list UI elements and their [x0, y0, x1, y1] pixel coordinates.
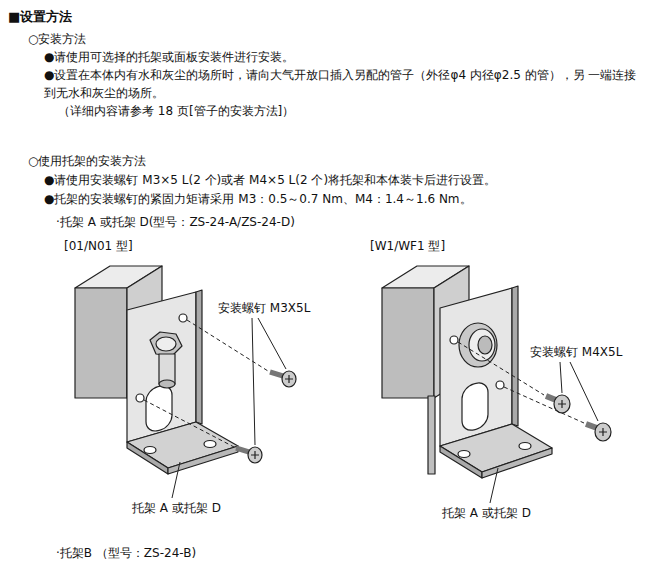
- bullet-note: ●请使用可选择的托架或面板安装件进行安装。: [44, 48, 294, 66]
- bullet-note: ●设置在本体内有水和灰尘的场所时，请向大气开放口插入另配的管子（外径φ4 内径φ…: [44, 66, 648, 102]
- bullet-note: ●请使用安装螺钉 M3×5 L(2 个)或者 M4×5 L(2 个)将托架和本体…: [44, 171, 496, 189]
- part-label: 安装螺钉 M4X5L: [530, 343, 622, 361]
- subsection-heading: ○使用托架的安装方法: [28, 152, 146, 170]
- subsection-heading: ○安装方法: [28, 30, 86, 48]
- part-label: 安装螺钉 M3X5L: [218, 299, 310, 317]
- reference-note: （详细内容请参考 18 页[管子的安装方法]）: [58, 102, 294, 120]
- item-heading: ·托架 A 或托架 D(型号：ZS-24-A/ZS-24-D): [56, 213, 295, 231]
- bullet-note: ●托架的安装螺钉的紧固力矩请采用 M3：0.5～0.7 Nm、M4：1.4～1.…: [44, 190, 472, 208]
- model-label: [01/N01 型]: [64, 237, 133, 255]
- model-label: [W1/WF1 型]: [370, 237, 445, 255]
- item-heading: ·托架B （型号：ZS-24-B): [56, 544, 196, 562]
- section-title: ■设置方法: [8, 8, 72, 26]
- part-label: 托架 A 或托架 D: [442, 504, 531, 522]
- part-label: 托架 A 或托架 D: [132, 499, 221, 517]
